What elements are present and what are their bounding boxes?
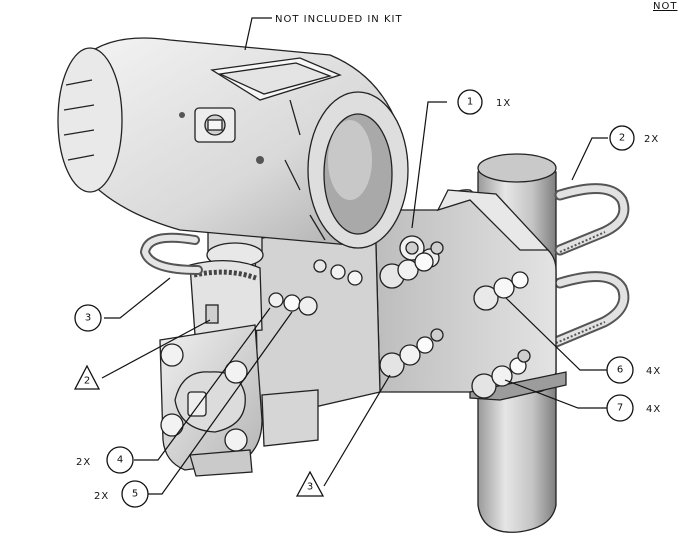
callout-number: 5 (132, 489, 138, 500)
callout-3-left: 3 (74, 304, 102, 332)
callout-qty: 4X (646, 366, 661, 377)
callout-2-triangle: 2 (73, 364, 101, 390)
callout-7: 7 4X (606, 394, 661, 422)
callout-number: 4 (117, 455, 123, 466)
callout-qty: 1X (496, 98, 511, 109)
callout-5: 2X 5 (94, 480, 149, 508)
sensor-module (139, 232, 263, 336)
callout-qty: 2X (644, 134, 659, 145)
callout-number: 7 (617, 403, 623, 414)
callout-1: 1 1X (457, 89, 511, 115)
callout-6: 6 4X (606, 356, 661, 384)
callout-qty: 2X (76, 457, 91, 468)
u-bolt-upper (554, 183, 630, 256)
callout-number: 3 (85, 313, 91, 324)
callout-qty: 4X (646, 404, 661, 415)
callout-number: 3 (307, 482, 313, 493)
callout-number: 2 (84, 376, 90, 387)
transmitter-housing (57, 37, 409, 268)
callout-number: 6 (617, 365, 623, 376)
callout-4: 2X 4 (76, 446, 134, 474)
callout-number: 2 (619, 133, 625, 144)
not-included-note: NOT INCLUDED IN KIT (275, 14, 403, 25)
callout-3-triangle: 3 (295, 470, 325, 497)
top-right-note: NOT (653, 1, 677, 12)
process-flange (159, 292, 319, 477)
bracket-bolts (313, 235, 531, 399)
callout-2-ubolt: 2 2X (609, 125, 659, 151)
callout-number: 1 (467, 97, 473, 108)
leader-lines (101, 17, 608, 495)
u-bolt-lower (550, 271, 630, 348)
callout-qty: 2X (94, 491, 109, 502)
